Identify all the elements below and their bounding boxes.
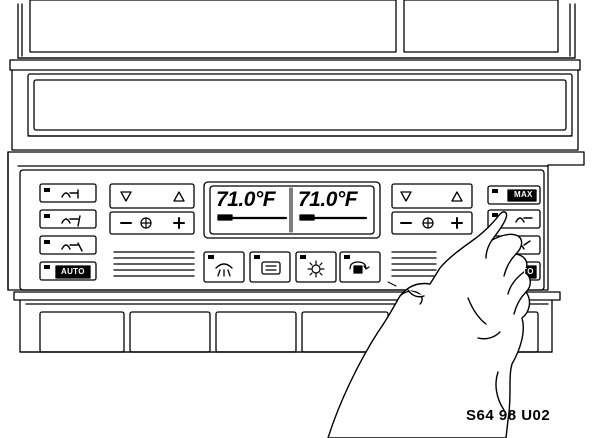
figure-code: S64 98 U02 bbox=[466, 407, 551, 424]
sun-sensor-icon bbox=[307, 260, 325, 278]
trim-strip bbox=[9, 59, 581, 151]
triangle-down-icon bbox=[120, 191, 132, 202]
sun-sensor-button[interactable] bbox=[295, 251, 337, 283]
defrost-button[interactable] bbox=[203, 251, 245, 283]
upper-dash-frame bbox=[17, 0, 576, 59]
storage-cover bbox=[27, 73, 573, 137]
recirculation-icon bbox=[349, 261, 370, 274]
left-vent-grille bbox=[113, 251, 195, 277]
left-auto-button[interactable] bbox=[39, 261, 97, 281]
climate-bezel bbox=[7, 151, 585, 291]
defrost-icon bbox=[215, 263, 233, 277]
recirculation-button[interactable] bbox=[339, 251, 381, 283]
fan-icon bbox=[422, 217, 434, 229]
left-auto-label: AUTO bbox=[61, 267, 85, 276]
triangle-up-icon bbox=[451, 191, 463, 202]
lower-console bbox=[13, 291, 561, 353]
right-temperature-readout: 71.0°F bbox=[298, 188, 358, 211]
left-airflow-upper-button[interactable] bbox=[39, 183, 97, 203]
left-temperature-readout: 71.0°F bbox=[216, 188, 276, 211]
right-airflow-upper-button[interactable] bbox=[487, 209, 541, 229]
max-button[interactable] bbox=[487, 185, 541, 205]
right-fan-rocker[interactable] bbox=[391, 211, 473, 235]
triangle-up-icon bbox=[173, 191, 185, 202]
press-lines bbox=[387, 281, 399, 293]
right-auto-label: AUTO bbox=[510, 267, 534, 276]
left-airflow-lower-button[interactable] bbox=[39, 235, 97, 255]
left-fan-rocker[interactable] bbox=[109, 211, 195, 235]
right-vent-grille bbox=[391, 251, 437, 277]
left-airflow-middle-button[interactable] bbox=[39, 209, 97, 229]
temperature-display bbox=[203, 181, 381, 239]
left-temp-rocker[interactable] bbox=[109, 183, 195, 209]
triangle-down-icon bbox=[400, 191, 412, 202]
hand-illustration bbox=[327, 211, 531, 438]
fan-icon bbox=[140, 217, 152, 229]
right-temp-rocker[interactable] bbox=[391, 183, 473, 209]
rear-window-defrost-icon bbox=[261, 261, 281, 275]
rear-defrost-button[interactable] bbox=[249, 251, 291, 283]
max-label: MAX bbox=[514, 190, 533, 199]
